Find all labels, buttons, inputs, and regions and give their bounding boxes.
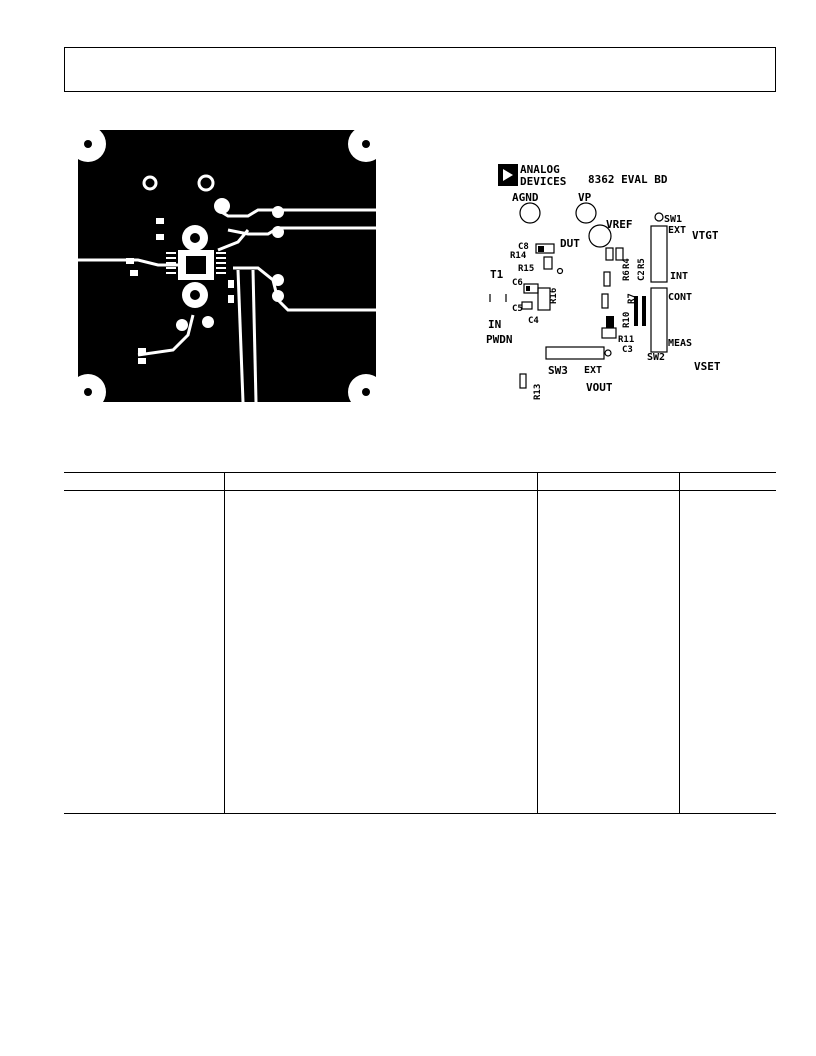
label-r13: R13 [533,384,543,400]
label-r14: R14 [510,251,527,261]
component-table [64,472,776,814]
label-r5: R5 [637,258,647,269]
label-vout: VOUT [586,381,613,394]
table-top-rule [64,472,776,473]
table-column-divider-1 [224,472,225,814]
label-in: IN [488,318,501,331]
silkscreen-layer: ANALOG DEVICES 8362 EVAL BD AGND VP VREF… [486,163,721,400]
label-cont: CONT [668,292,692,303]
label-c2: C2 [637,270,647,281]
label-agnd: AGND [512,191,539,204]
label-ext2: EXT [584,365,602,376]
label-c5: C5 [512,304,523,314]
label-c8: C8 [518,242,529,252]
brand-line2: DEVICES [520,175,566,188]
table-column-divider-2 [537,472,538,814]
label-ext1: EXT [668,225,686,236]
label-r16: R16 [549,288,559,304]
label-dut: DUT [560,237,580,250]
brand-line1: ANALOG [520,163,560,176]
label-sw3: SW3 [548,364,568,377]
label-sw1: SW1 [664,214,682,225]
label-r6: R6 [622,270,632,281]
label-vp: VP [578,191,592,204]
table-bottom-rule [64,813,776,814]
pcb-copper-layer [78,130,376,402]
label-r10: R10 [622,312,632,328]
table-header-rule [64,490,776,491]
label-c6: C6 [512,278,523,288]
page-header-frame [64,47,776,92]
label-r4: R4 [622,258,632,269]
label-c3: C3 [622,345,633,355]
label-r15: R15 [518,264,534,274]
label-vtgt: VTGT [692,229,719,242]
label-r11: R11 [618,335,634,345]
label-vref: VREF [606,218,633,231]
label-vset: VSET [694,360,721,373]
label-sw2: SW2 [647,352,665,363]
label-pwdn: PWDN [486,333,513,346]
label-meas: MEAS [668,338,692,349]
label-c4: C4 [528,316,539,326]
board-name: 8362 EVAL BD [588,173,668,186]
label-r7: R7 [627,293,637,304]
label-t1: T1 [490,268,504,281]
table-column-divider-3 [679,472,680,814]
label-int: INT [670,271,688,282]
